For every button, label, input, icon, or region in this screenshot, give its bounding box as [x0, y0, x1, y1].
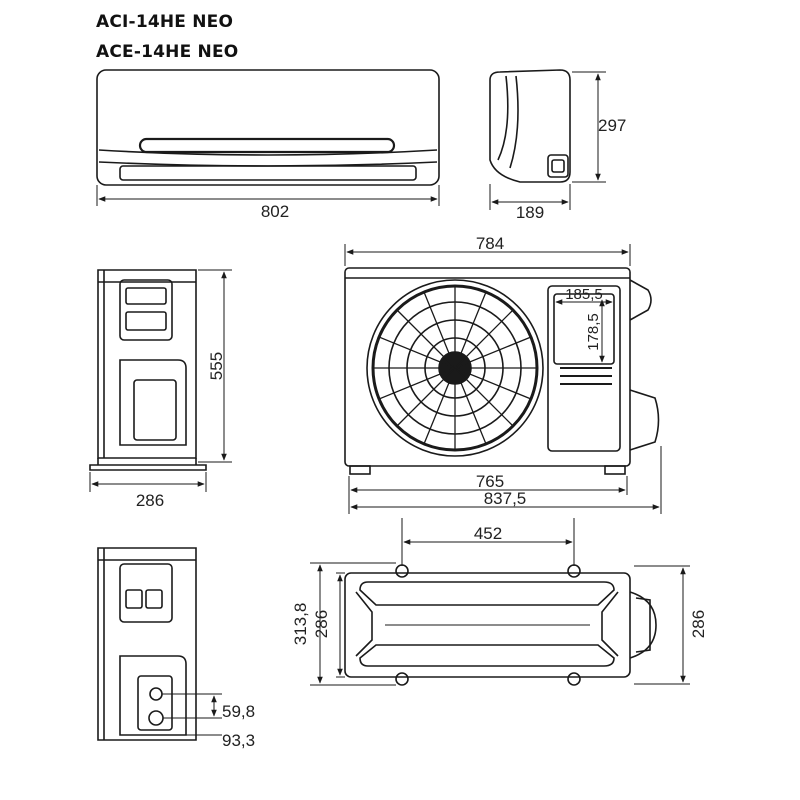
- indoor-width-dimension: [96, 185, 440, 206]
- outdoor-top-depth-inner-label: 313,8: [291, 603, 310, 646]
- outdoor-top-depth-right-label: 286: [689, 610, 708, 638]
- indoor-height-dimension: [572, 71, 606, 183]
- indoor-unit-front: [96, 69, 440, 186]
- outdoor-panel-width-label: 185,5: [565, 286, 603, 303]
- outdoor-overall-width-label: 837,5: [484, 489, 527, 508]
- indoor-depth-label: 189: [516, 203, 544, 222]
- outdoor-side-depth-dimension: [89, 472, 207, 492]
- outdoor-base-width-dimension: [348, 446, 662, 514]
- outdoor-unit-valve-side-view: [97, 547, 197, 741]
- outdoor-unit-top-view: [344, 564, 657, 686]
- outdoor-valve-offset-dimensions: [162, 693, 222, 736]
- outdoor-side-height-label: 555: [207, 352, 226, 380]
- outdoor-base-width-label: 765: [476, 472, 504, 491]
- indoor-depth-dimension: [489, 184, 571, 210]
- outdoor-top-depth-dimensions: [310, 562, 690, 686]
- indoor-height-label: 297: [598, 116, 626, 135]
- outdoor-mount-spacing-dimension: [401, 518, 575, 566]
- indoor-unit-side: [489, 69, 571, 183]
- valve-offset-1-label: 59,8: [222, 702, 255, 721]
- outdoor-top-depth-mid-label: 286: [312, 610, 331, 638]
- outdoor-model-title: ACE-14HE NEO: [96, 42, 239, 62]
- outdoor-top-width-dimension: [344, 244, 631, 266]
- outdoor-mount-spacing-label: 452: [474, 524, 502, 543]
- outdoor-side-depth-label: 286: [136, 491, 164, 510]
- outdoor-panel-height-label: 178,5: [585, 313, 602, 351]
- outdoor-unit-side-view: [89, 269, 207, 471]
- outdoor-side-height-dimension: [198, 269, 232, 463]
- indoor-width-label: 802: [261, 202, 289, 221]
- indoor-model-title: ACI-14HE NEO: [96, 12, 234, 32]
- outdoor-top-width-label: 784: [476, 234, 504, 253]
- valve-offset-2-label: 93,3: [222, 731, 255, 750]
- outdoor-panel-dimensions: [555, 299, 613, 363]
- outdoor-unit-front-view: [344, 267, 660, 475]
